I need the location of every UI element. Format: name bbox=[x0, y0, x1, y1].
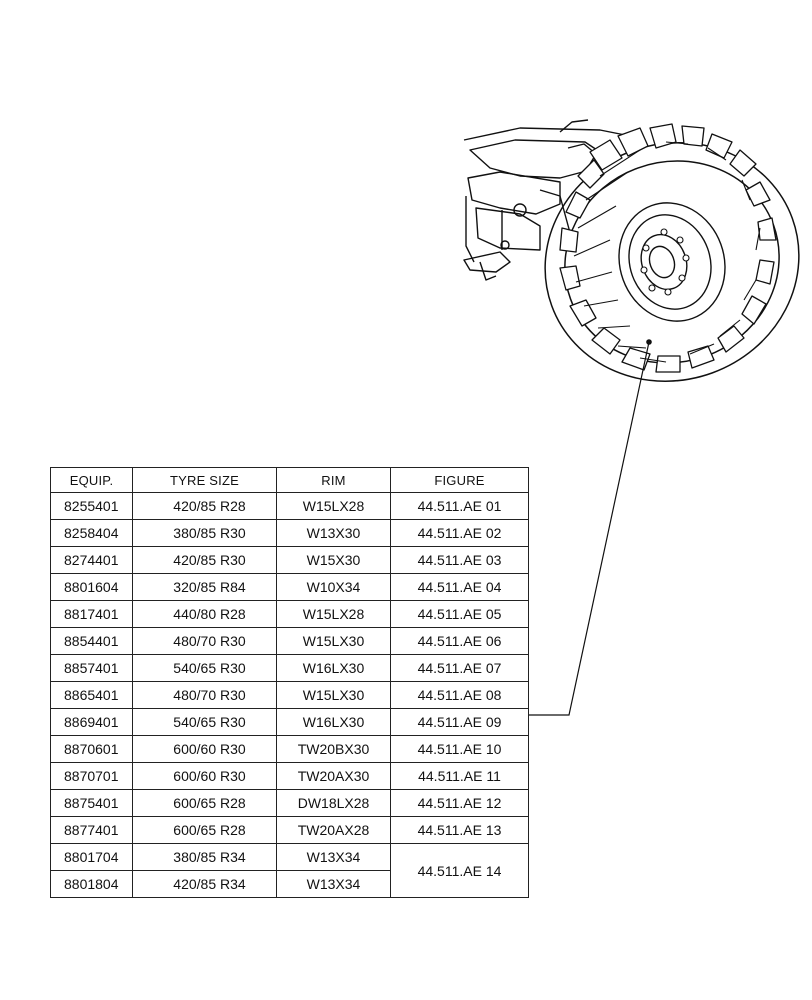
table-row: 8255401 420/85 R28 W15LX28 44.511.AE 01 bbox=[50, 492, 529, 520]
rim-cell: W15LX28 bbox=[276, 600, 391, 628]
equip-cell: 8255401 bbox=[50, 492, 133, 520]
tyre-size-cell: 600/65 R28 bbox=[132, 789, 277, 817]
tyre-size-cell: 420/85 R28 bbox=[132, 492, 277, 520]
tyre-size-cell: 480/70 R30 bbox=[132, 627, 277, 655]
tractor-body-outline bbox=[463, 119, 641, 281]
equip-cell: 8870701 bbox=[50, 762, 133, 790]
tyre-size-cell: 600/60 R30 bbox=[132, 762, 277, 790]
equip-cell: 8854401 bbox=[50, 627, 133, 655]
tyre-size-cell: 420/85 R34 bbox=[132, 870, 277, 898]
table-row: 8854401 480/70 R30 W15LX30 44.511.AE 06 bbox=[50, 627, 529, 655]
tyre-size-cell: 600/65 R28 bbox=[132, 816, 277, 844]
table-row: 8870701 600/60 R30 TW20AX30 44.511.AE 11 bbox=[50, 762, 529, 790]
figure-cell: 44.511.AE 02 bbox=[390, 519, 529, 547]
figure-cell: 44.511.AE 12 bbox=[390, 789, 529, 817]
equip-cell: 8865401 bbox=[50, 681, 133, 709]
wheel-lug-nuts bbox=[640, 228, 690, 296]
tyre-specification-table: EQUIP. TYRE SIZE RIM FIGURE 8255401 420/… bbox=[50, 467, 529, 898]
equip-cell: 8817401 bbox=[50, 600, 133, 628]
column-header-equip: EQUIP. bbox=[50, 467, 133, 493]
rim-cell: W15X30 bbox=[276, 546, 391, 574]
table-row: 8274401 420/85 R30 W15X30 44.511.AE 03 bbox=[50, 546, 529, 574]
rim-cell: W15LX28 bbox=[276, 492, 391, 520]
column-header-rim: RIM bbox=[276, 467, 391, 493]
equip-cell: 8857401 bbox=[50, 654, 133, 682]
table-row: 8258404 380/85 R30 W13X30 44.511.AE 02 bbox=[50, 519, 529, 547]
column-header-tyre-size: TYRE SIZE bbox=[132, 467, 277, 493]
equip-cell: 8801704 bbox=[50, 843, 133, 871]
figure-cell: 44.511.AE 08 bbox=[390, 681, 529, 709]
rim-cell: W16LX30 bbox=[276, 654, 391, 682]
tyre-size-cell: 540/65 R30 bbox=[132, 708, 277, 736]
column-header-figure: FIGURE bbox=[390, 467, 529, 493]
equip-cell: 8801804 bbox=[50, 870, 133, 898]
table-row: 8801804 420/85 R34 W13X34 bbox=[50, 870, 529, 898]
table-row: 8801704 380/85 R34 W13X34 44.511.AE 14 bbox=[50, 843, 529, 898]
equip-cell: 8875401 bbox=[50, 789, 133, 817]
tyre-size-cell: 320/85 R84 bbox=[132, 573, 277, 601]
rim-cell: TW20AX30 bbox=[276, 762, 391, 790]
figure-cell: 44.511.AE 06 bbox=[390, 627, 529, 655]
table-row: 8870601 600/60 R30 TW20BX30 44.511.AE 10 bbox=[50, 735, 529, 763]
figure-cell-merged: 44.511.AE 14 bbox=[390, 843, 529, 898]
table-row: 8857401 540/65 R30 W16LX30 44.511.AE 07 bbox=[50, 654, 529, 682]
rim-cell: TW20AX28 bbox=[276, 816, 391, 844]
equip-cell: 8801604 bbox=[50, 573, 133, 601]
table-row: 8817401 440/80 R28 W15LX28 44.511.AE 05 bbox=[50, 600, 529, 628]
figure-cell: 44.511.AE 07 bbox=[390, 654, 529, 682]
figure-cell: 44.511.AE 01 bbox=[390, 492, 529, 520]
tyre-size-cell: 380/85 R30 bbox=[132, 519, 277, 547]
rim-cell: W16LX30 bbox=[276, 708, 391, 736]
figure-cell: 44.511.AE 11 bbox=[390, 762, 529, 790]
equip-cell: 8877401 bbox=[50, 816, 133, 844]
figure-cell: 44.511.AE 09 bbox=[390, 708, 529, 736]
rim-cell: W13X34 bbox=[276, 843, 391, 871]
rim-cell: TW20BX30 bbox=[276, 735, 391, 763]
tyre-size-cell: 540/65 R30 bbox=[132, 654, 277, 682]
tyre-tread-lugs bbox=[559, 123, 777, 373]
rim-cell: DW18LX28 bbox=[276, 789, 391, 817]
rim-cell: W13X30 bbox=[276, 519, 391, 547]
callout-leader-line bbox=[528, 339, 652, 716]
table-row: 8877401 600/65 R28 TW20AX28 44.511.AE 13 bbox=[50, 816, 529, 844]
rim-cell: W15LX30 bbox=[276, 627, 391, 655]
tyre-size-cell: 380/85 R34 bbox=[132, 843, 277, 871]
tyre-size-cell: 440/80 R28 bbox=[132, 600, 277, 628]
table-row: 8875401 600/65 R28 DW18LX28 44.511.AE 12 bbox=[50, 789, 529, 817]
figure-cell: 44.511.AE 05 bbox=[390, 600, 529, 628]
table-row: 8865401 480/70 R30 W15LX30 44.511.AE 08 bbox=[50, 681, 529, 709]
tyre-size-cell: 600/60 R30 bbox=[132, 735, 277, 763]
table-row: 8869401 540/65 R30 W16LX30 44.511.AE 09 bbox=[50, 708, 529, 736]
equip-cell: 8258404 bbox=[50, 519, 133, 547]
tyre-size-cell: 480/70 R30 bbox=[132, 681, 277, 709]
table-header-row: EQUIP. TYRE SIZE RIM FIGURE bbox=[50, 467, 529, 493]
figure-cell: 44.511.AE 04 bbox=[390, 573, 529, 601]
figure-cell: 44.511.AE 13 bbox=[390, 816, 529, 844]
rim-cell: W10X34 bbox=[276, 573, 391, 601]
figure-cell: 44.511.AE 03 bbox=[390, 546, 529, 574]
equip-cell: 8870601 bbox=[50, 735, 133, 763]
figure-cell: 44.511.AE 10 bbox=[390, 735, 529, 763]
table-row: 8801604 320/85 R84 W10X34 44.511.AE 04 bbox=[50, 573, 529, 601]
tyre-size-cell: 420/85 R30 bbox=[132, 546, 277, 574]
rim-cell: W13X34 bbox=[276, 870, 391, 898]
wheel-rim bbox=[618, 202, 726, 322]
rim-cell: W15LX30 bbox=[276, 681, 391, 709]
tyre-tread-bars bbox=[573, 141, 761, 363]
equip-cell: 8274401 bbox=[50, 546, 133, 574]
equip-cell: 8869401 bbox=[50, 708, 133, 736]
